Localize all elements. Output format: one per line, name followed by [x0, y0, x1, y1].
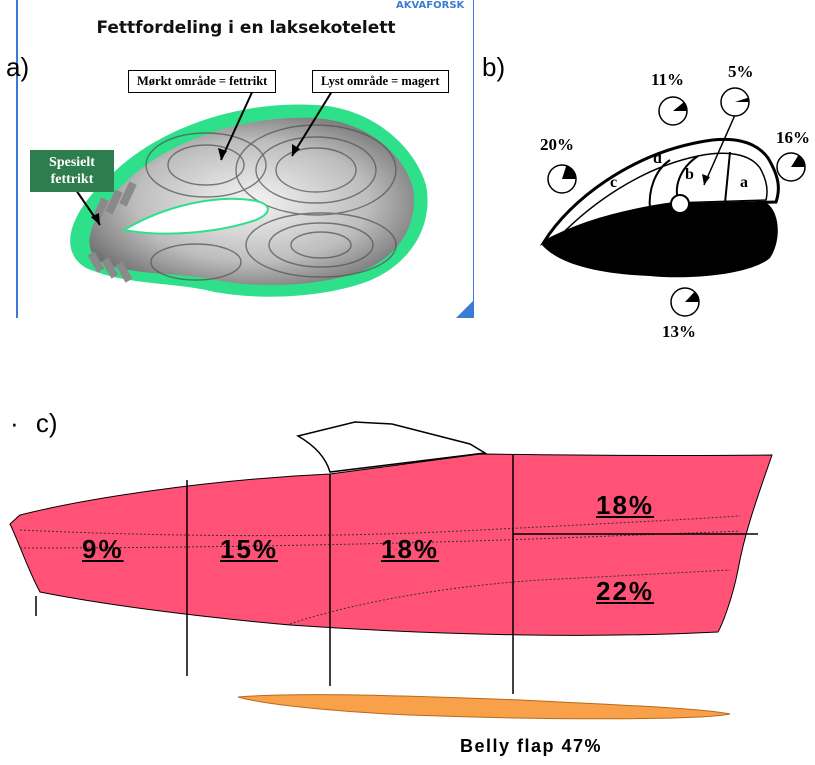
arrow-heads: [91, 144, 300, 225]
panel-a-title: Fettfordeling i en laksekotelett: [96, 18, 396, 38]
extra-fat-line1: Spesielt: [49, 155, 95, 170]
dotted-lines: [19, 515, 741, 625]
panel-a-label: a): [6, 52, 30, 82]
pie-label-5: 5%: [728, 62, 754, 81]
segment-3-pct: 18%: [381, 534, 440, 564]
dorsal-fin-piece: [295, 421, 488, 473]
segment-4-upper-pct: 18%: [596, 490, 655, 520]
region-c-label: c: [610, 174, 618, 191]
pie-slice: [562, 165, 576, 179]
panel-a: Fettfordeling i en laksekotelett AKVAFOR…: [6, 0, 474, 318]
region-b-label: b: [685, 166, 694, 183]
region-d-label: d: [653, 150, 662, 167]
pie-slice: [673, 102, 687, 111]
body-cavity: [121, 197, 269, 235]
segment-4-lower-pct: 22%: [596, 576, 655, 606]
region-dividers: [648, 151, 731, 214]
inner-outline: [559, 152, 768, 237]
pie-slice: [735, 97, 749, 102]
pointer-arrow-head: [702, 174, 710, 185]
pie-slice: [791, 155, 805, 167]
muscle-rings: [145, 124, 397, 281]
pie-label-13: 13%: [662, 322, 696, 341]
callout-dark-area: Mørkt område = fettrikt: [128, 70, 277, 93]
belly-flap-label: Belly flap 47%: [460, 736, 603, 756]
region-a-label: a: [740, 174, 748, 191]
frame-corner: [456, 300, 474, 318]
belly-dark-area: [542, 202, 778, 278]
callout-extra-fat: Spesielt fettrikt: [30, 150, 114, 192]
panel-b-label: b): [482, 52, 506, 82]
bullet-dot: ·: [10, 408, 19, 438]
segment-2-pct: 15%: [220, 534, 279, 564]
akvaforsk-logo: AKVAFORSK: [396, 0, 465, 11]
pie-label-11: 11%: [651, 70, 685, 89]
pointer-arrow: [703, 114, 736, 186]
extra-fat-line2: fettrikt: [50, 172, 94, 187]
fat-stripes: [87, 181, 137, 283]
cut-lines: [35, 454, 758, 694]
fillet-body: [9, 453, 773, 636]
pie-charts: [547, 87, 806, 317]
segment-1-pct: 9%: [82, 534, 124, 564]
callout-light-area: Lyst område = magert: [312, 70, 449, 93]
salmon-steak-cross-section: [16, 0, 474, 318]
pie-label-16: 16%: [776, 128, 810, 147]
belly-flap-shape: [237, 694, 731, 720]
fillet-diagram: [9, 421, 773, 720]
panel-c-label: · c): [10, 408, 58, 439]
steak-schematic: [539, 87, 806, 317]
pie-label-20: 20%: [540, 135, 574, 154]
panel-c-label-text: c): [35, 408, 58, 438]
pie-slice: [685, 291, 699, 302]
